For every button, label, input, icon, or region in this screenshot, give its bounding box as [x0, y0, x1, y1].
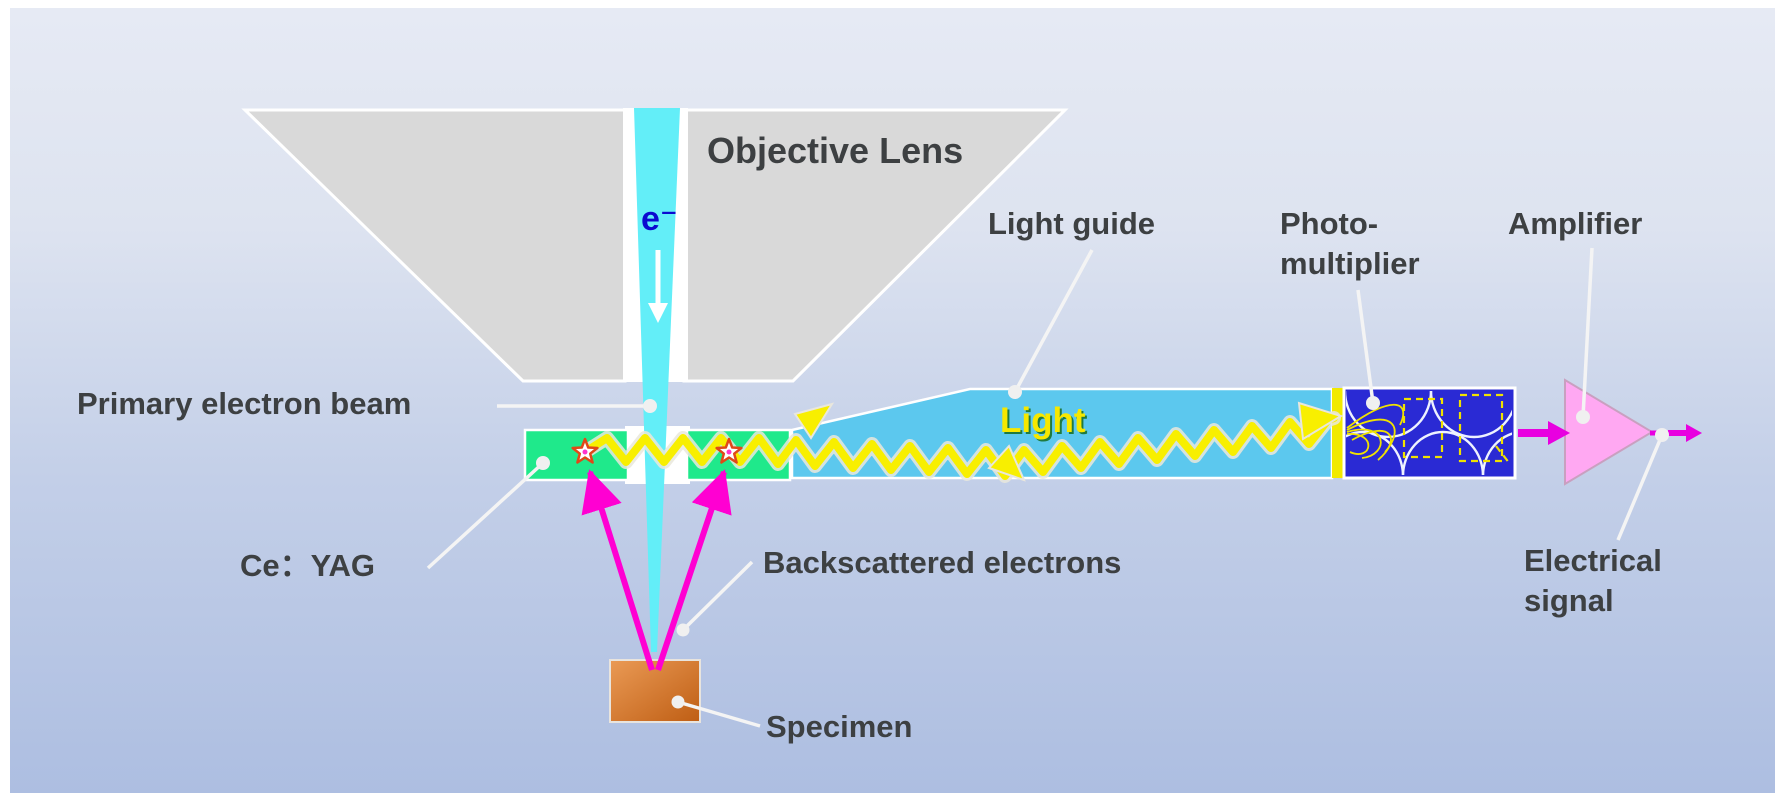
leader-ce-yag	[426, 456, 550, 570]
scintillation-stars	[571, 437, 743, 464]
light-label: Light	[1000, 401, 1086, 440]
leader-photomultiplier	[1356, 289, 1380, 410]
amplifier-label: Amplifier	[1508, 206, 1643, 241]
electron-symbol-label: e⁻	[641, 200, 678, 238]
dynode-arcs	[1346, 391, 1512, 475]
backscattered-electrons-label: Backscattered electrons	[763, 545, 1122, 580]
specimen-block	[609, 659, 701, 723]
photomultiplier-label: Photo- multiplier	[1280, 206, 1420, 281]
ce-yag-label: Ce：YAG	[240, 548, 375, 583]
leader-primary-electron-beam	[497, 399, 657, 413]
backscattered-electron-arrows	[581, 469, 732, 671]
beam-direction-arrow	[648, 250, 668, 323]
primary-electron-beam-label: Primary electron beam	[77, 386, 412, 421]
specimen-label: Specimen	[766, 709, 913, 744]
electrical-signal-label: Electrical signal	[1524, 543, 1662, 618]
leader-lines	[426, 247, 1669, 728]
light-wave-arrowheads	[793, 401, 1344, 482]
leader-light-guide	[1008, 249, 1094, 399]
leader-backscattered-electrons	[676, 560, 754, 637]
amplifier-triangle	[1564, 378, 1654, 486]
electron-cascade	[1346, 393, 1511, 465]
objective-lens-label: Objective Lens	[707, 130, 964, 171]
photocathode-strip	[1332, 388, 1344, 478]
leader-specimen	[671, 695, 761, 728]
light-guide-label: Light guide	[988, 206, 1156, 241]
leader-electrical-signal	[1616, 428, 1669, 541]
light-wave	[578, 401, 1344, 483]
primary-electron-beam	[634, 108, 680, 652]
leader-amplifier	[1576, 247, 1594, 424]
objective-lens	[241, 108, 1069, 383]
